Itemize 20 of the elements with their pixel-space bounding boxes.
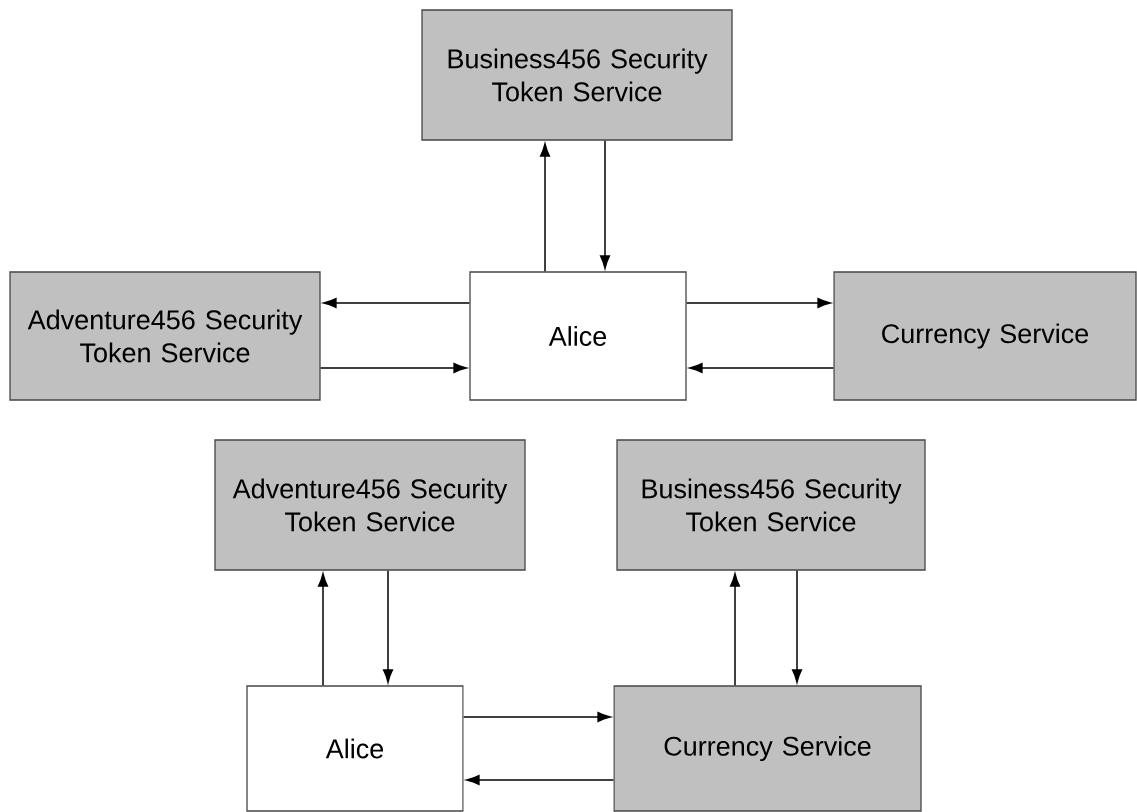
arrow — [730, 573, 740, 687]
arrow — [318, 573, 328, 687]
client-box: Alice — [469, 271, 687, 401]
arrow — [685, 298, 831, 308]
arrow — [319, 363, 467, 373]
service-box: Business456 Security Token Service — [616, 439, 926, 571]
arrow — [792, 569, 802, 683]
service-box: Adventure456 Security Token Service — [9, 271, 321, 401]
service-box: Adventure456 Security Token Service — [214, 439, 526, 571]
service-box: Business456 Security Token Service — [421, 9, 733, 141]
service-box: Currency Service — [613, 685, 922, 812]
arrow — [323, 298, 471, 308]
arrow — [689, 363, 835, 373]
arrow — [466, 775, 615, 785]
client-box: Alice — [246, 685, 464, 812]
service-box: Currency Service — [833, 271, 1137, 401]
arrow — [462, 712, 611, 722]
arrow — [600, 139, 610, 269]
arrow — [540, 143, 550, 273]
arrow — [383, 569, 393, 683]
